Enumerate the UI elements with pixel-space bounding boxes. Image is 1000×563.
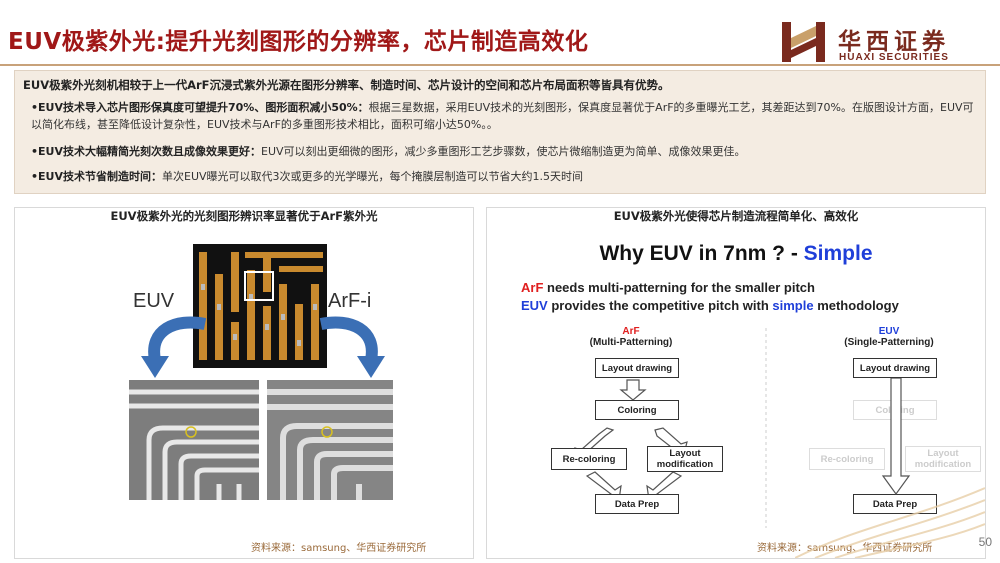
euv-sem-image bbox=[129, 380, 259, 500]
euv-direct-arrow-icon bbox=[881, 378, 911, 496]
right-figure-panel: EUV极紫外光使得芯片制造流程简单化、高效化 Why EUV in 7nm ? … bbox=[486, 207, 986, 559]
logo-english-name: HUAXI SECURITIES bbox=[839, 52, 949, 63]
euv-step-recoloring-skipped: Re-coloring bbox=[809, 448, 885, 470]
layout-pattern-image bbox=[193, 244, 327, 368]
euv-step-data-prep: Data Prep bbox=[853, 494, 937, 514]
slide-heading: Why EUV in 7nm ? - Simple bbox=[487, 242, 985, 266]
arf-column-header: ArF (Multi-Patterning) bbox=[571, 326, 691, 348]
column-divider bbox=[765, 328, 767, 528]
arf-sem-image bbox=[267, 380, 393, 500]
arf-step-recoloring: Re-coloring bbox=[551, 448, 627, 470]
left-source-note: 资料来源：samsung、华西证券研究所 bbox=[251, 543, 427, 554]
summary-box: EUV极紫外光刻机相较于上一代ArF沉浸式紫外光源在图形分辨率、制造时间、芯片设… bbox=[14, 70, 986, 194]
summary-intro: EUV极紫外光刻机相较于上一代ArF沉浸式紫外光源在图形分辨率、制造时间、芯片设… bbox=[23, 78, 670, 92]
bullet-item: •EUV技术大幅精简光刻次数且成像效果更好：EUV可以刻出更细微的图形，减少多重… bbox=[31, 143, 981, 160]
arf-flow-arrows bbox=[574, 379, 688, 501]
title-divider bbox=[0, 64, 1000, 66]
right-panel-title: EUV极紫外光使得芯片制造流程简单化、高效化 bbox=[613, 209, 859, 223]
arf-column-subtitle: (Multi-Patterning) bbox=[589, 337, 673, 348]
left-figure-panel: EUV极紫外光的光刻图形辨识率显著优于ArF紫外光 EUV ArF-i bbox=[14, 207, 474, 559]
left-panel-title: EUV极紫外光的光刻图形辨识率显著优于ArF紫外光 bbox=[110, 209, 378, 223]
arf-step-layout-modification: Layout modification bbox=[647, 446, 723, 472]
euv-statement-accent2: simple bbox=[772, 298, 814, 313]
euv-column-subtitle: (Single-Patterning) bbox=[844, 337, 934, 348]
euv-statement-mid: provides the competitive pitch with bbox=[547, 298, 773, 313]
arf-step-data-prep: Data Prep bbox=[595, 494, 679, 514]
arf-step-coloring: Coloring bbox=[595, 400, 679, 420]
bullet-text: EUV可以刻出更细微的图形，减少多重图形工艺步骤数，使芯片微缩制造更为简单、成像… bbox=[261, 145, 746, 158]
curved-arrow-right-icon bbox=[319, 316, 385, 378]
bullet-item: •EUV技术节省制造时间：单次EUV曝光可以取代3次或更多的光学曝光，每个掩膜层… bbox=[31, 168, 981, 185]
euv-statement-accent: EUV bbox=[521, 298, 548, 313]
decorative-gold-waves bbox=[795, 487, 985, 558]
arf-statement-text: needs multi-patterning for the smaller p… bbox=[543, 280, 815, 295]
euv-statement: EUV provides the competitive pitch with … bbox=[521, 298, 899, 313]
bullet-lead: •EUV技术节省制造时间： bbox=[31, 170, 162, 183]
bullet-text: 单次EUV曝光可以取代3次或更多的光学曝光，每个掩膜层制造可以节省大约1.5天时… bbox=[162, 170, 584, 183]
page-number: 50 bbox=[978, 535, 992, 549]
bullet-text: 根据三星数据，采用EUV技术的光刻图形，保真度显著优于ArF的多重曝光工艺，其差… bbox=[31, 101, 974, 131]
page-title: EUV极紫外光:提升光刻图形的分辨率，芯片制造高效化 bbox=[8, 29, 589, 55]
bullet-lead: •EUV技术导入芯片图形保真度可望提升70%、图形面积减小50%： bbox=[31, 101, 369, 114]
arf-label: ArF-i bbox=[328, 290, 372, 312]
euv-statement-rest: methodology bbox=[813, 298, 899, 313]
slide-heading-prefix: Why EUV in 7nm ? - bbox=[599, 242, 804, 265]
euv-step-layout: Layout drawing bbox=[853, 358, 937, 378]
arf-statement: ArF needs multi-patterning for the small… bbox=[521, 280, 815, 295]
bullet-item: •EUV技术导入芯片图形保真度可望提升70%、图形面积减小50%：根据三星数据，… bbox=[31, 99, 981, 133]
euv-column-header: EUV (Single-Patterning) bbox=[829, 326, 949, 348]
bullet-lead: •EUV技术大幅精简光刻次数且成像效果更好： bbox=[31, 145, 261, 158]
euv-label: EUV bbox=[133, 290, 175, 312]
arf-step-layout: Layout drawing bbox=[595, 358, 679, 378]
euv-step-layout-modification-skipped: Layout modification bbox=[905, 446, 981, 472]
logo-chinese-name: 华西证券 bbox=[838, 29, 950, 55]
right-source-note: 资料来源：samsung、华西证券研究所 bbox=[757, 543, 933, 554]
slide-heading-accent: Simple bbox=[803, 242, 873, 265]
huaxi-logo-mark-icon bbox=[782, 22, 825, 62]
huaxi-logo: 华西证券 HUAXI SECURITIES bbox=[780, 16, 992, 68]
curved-arrow-left-icon bbox=[141, 316, 207, 378]
arf-statement-accent: ArF bbox=[521, 280, 544, 295]
euv-column-name: EUV bbox=[878, 326, 900, 337]
arf-column-name: ArF bbox=[622, 326, 640, 337]
